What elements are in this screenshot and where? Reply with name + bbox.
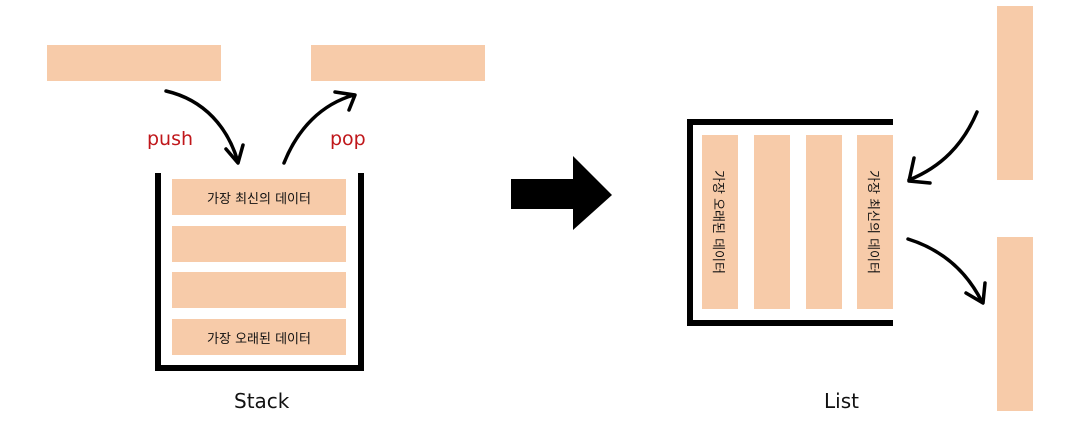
pop-arrowhead bbox=[333, 90, 357, 112]
list-caption: List bbox=[824, 389, 859, 413]
list-pop-arrow bbox=[906, 237, 984, 304]
push-label: push bbox=[147, 128, 194, 150]
push-arrowhead bbox=[224, 143, 245, 165]
stack-cell bbox=[172, 272, 346, 308]
stack-caption: Stack bbox=[234, 389, 290, 413]
pop-arrow bbox=[282, 93, 356, 165]
list-push-arrowhead bbox=[907, 156, 932, 185]
list-incoming-block bbox=[997, 6, 1033, 180]
transform-arrow bbox=[511, 156, 612, 230]
outgoing-block bbox=[311, 45, 485, 81]
pop-label: pop bbox=[330, 128, 366, 150]
stack-cell-oldest: 가장 오래된 데이터 bbox=[172, 319, 346, 355]
list-push-arrow bbox=[907, 110, 979, 182]
list-cell bbox=[754, 135, 790, 309]
stack-oldest-label: 가장 오래된 데이터 bbox=[207, 331, 311, 347]
stack-cell-newest: 가장 최신의 데이터 bbox=[172, 179, 346, 215]
list-cell bbox=[806, 135, 842, 309]
incoming-block bbox=[47, 45, 221, 81]
list-container bbox=[687, 119, 893, 326]
list-pop-arrowhead bbox=[964, 281, 987, 305]
stack-cell bbox=[172, 226, 346, 262]
stack-newest-label: 가장 최신의 데이터 bbox=[207, 191, 311, 207]
list-outgoing-block bbox=[997, 237, 1033, 411]
push-arrow bbox=[164, 89, 240, 164]
list-cell-oldest bbox=[702, 135, 738, 309]
stack-container bbox=[155, 173, 364, 371]
list-cell-newest bbox=[857, 135, 893, 309]
